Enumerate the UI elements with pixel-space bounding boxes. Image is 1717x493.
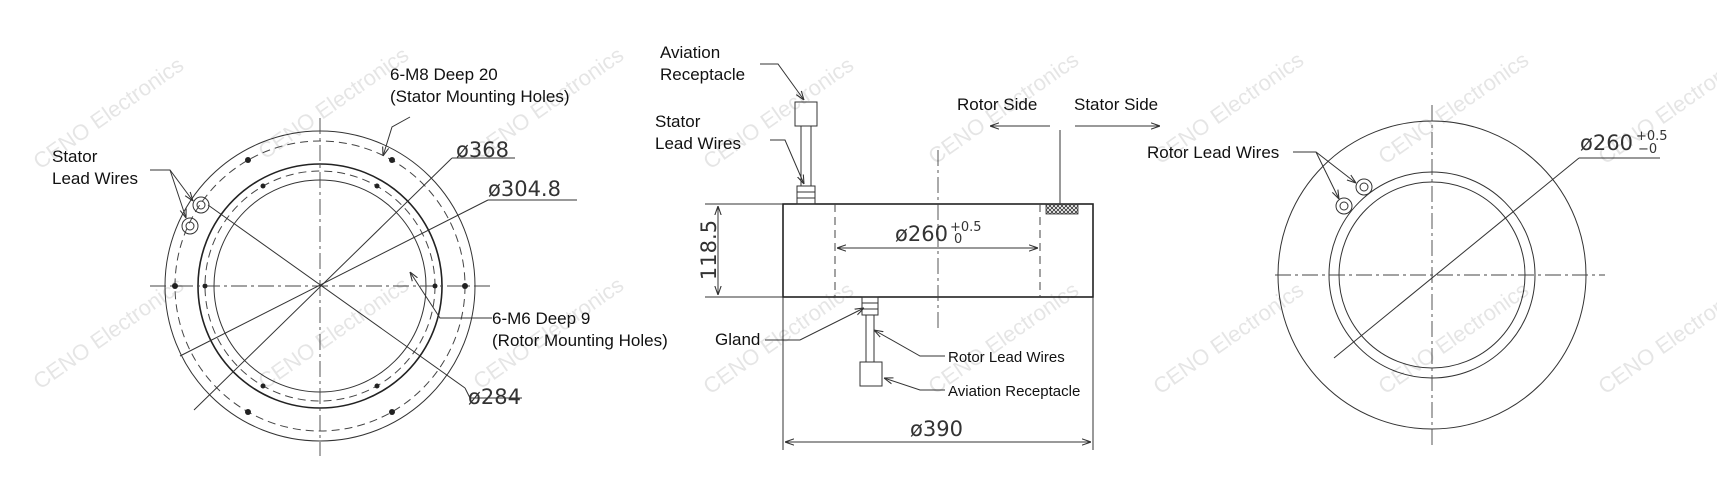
side-stator-wires-label-2: Lead Wires (655, 134, 741, 153)
rear-bore-dia-line (1333, 157, 1580, 359)
rotor-hole (260, 183, 266, 189)
watermark: CENO Electronics (924, 47, 1084, 169)
watermark: CENO Electronics (1594, 277, 1717, 399)
top-aviation-receptacle (794, 101, 818, 127)
rotor-hole (374, 183, 380, 189)
stator-hole (245, 157, 251, 163)
bottom-receptacle-label: Aviation Receptacle (948, 383, 1080, 400)
rotor-hole (202, 283, 208, 289)
rear-rotor-wires-label: Rotor Lead Wires (1147, 143, 1279, 162)
dim-height: 118.5 (697, 220, 721, 280)
stator-hole (389, 157, 395, 163)
watermark: CENO Electronics (29, 52, 189, 174)
front-view: Stator Lead Wires 6-M8 Deep 20 (Stator M… (52, 65, 668, 456)
rotor-hole (432, 283, 438, 289)
rear-view: Rotor Lead Wires ø260 +0.5 −0 (1147, 105, 1668, 445)
stator-hole (172, 283, 178, 289)
rear-wire-leader (1293, 151, 1356, 183)
rotor-holes-label-2: (Rotor Mounting Holes) (492, 331, 668, 350)
rotor-side-label: Rotor Side (957, 95, 1037, 114)
dim-bore-tol-upper: +0.5 (950, 220, 982, 235)
dim-outer-dia: ø390 (910, 417, 963, 441)
dia-284-line (207, 204, 466, 389)
stator-holes-label-1: 6-M8 Deep 20 (390, 65, 498, 84)
rotor-lead-wires-label: Rotor Lead Wires (948, 349, 1065, 366)
rear-dim-bore: ø260 (1580, 131, 1633, 155)
front-stator-wires-label-1: Stator (52, 147, 98, 166)
dim-bore-tol-lower: 0 (954, 232, 962, 247)
gland-label: Gland (715, 330, 760, 349)
rotor-hole-leader (410, 272, 492, 319)
bottom-gland (861, 296, 879, 316)
top-gland (796, 185, 816, 205)
watermark: CENO Electronics (924, 277, 1084, 399)
stator-holes-label-2: (Stator Mounting Holes) (390, 87, 570, 106)
side-view: 118.5 ø260 +0.5 0 ø390 Aviation Receptac… (655, 43, 1160, 450)
stator-mounting-holes (172, 157, 468, 415)
gland-leader (765, 308, 864, 341)
stator-hole (462, 283, 468, 289)
rotor-mounting-holes (202, 183, 438, 389)
side-receptacle-label-1: Aviation (660, 43, 720, 62)
front-stator-wires-label-2: Lead Wires (52, 169, 138, 188)
watermarks: CENO Electronics CENO Electronics CENO E… (29, 42, 1717, 399)
knurl-band (1045, 203, 1079, 215)
side-receptacle-label-2: Receptacle (660, 65, 745, 84)
watermark: CENO Electronics (1149, 277, 1309, 399)
dim-dia-304-8: ø304.8 (488, 177, 561, 201)
watermark: CENO Electronics (254, 272, 414, 394)
rotor-hole (374, 383, 380, 389)
stator-hole-leader (383, 116, 411, 156)
dim-dia-284: ø284 (468, 385, 521, 409)
stator-lead-wire-glands (181, 196, 210, 235)
stator-side-label: Stator Side (1074, 95, 1158, 114)
side-stator-wires-label-1: Stator (655, 112, 701, 131)
stator-hole (245, 409, 251, 415)
watermark: CENO Electronics (1374, 277, 1534, 399)
watermark: CENO Electronics (29, 272, 189, 394)
dim-bore: ø260 (895, 222, 948, 246)
stator-hole (389, 409, 395, 415)
rear-dim-tol-upper: +0.5 (1636, 129, 1668, 144)
dim-dia-368: ø368 (456, 138, 509, 162)
bottom-receptacle-leader (884, 378, 945, 391)
top-receptacle-leader (760, 63, 804, 100)
top-stator-wire-leader (770, 139, 804, 184)
rotor-lead-wire-glands (1335, 178, 1373, 215)
rear-dim-tol-lower: −0 (1638, 142, 1657, 157)
rotor-holes-label-1: 6-M6 Deep 9 (492, 309, 590, 328)
bottom-aviation-receptacle (859, 361, 883, 387)
watermark: CENO Electronics (1374, 47, 1534, 169)
rotor-hole (260, 383, 266, 389)
rotor-wire-leader (874, 330, 945, 357)
dia-304-line (179, 199, 489, 357)
